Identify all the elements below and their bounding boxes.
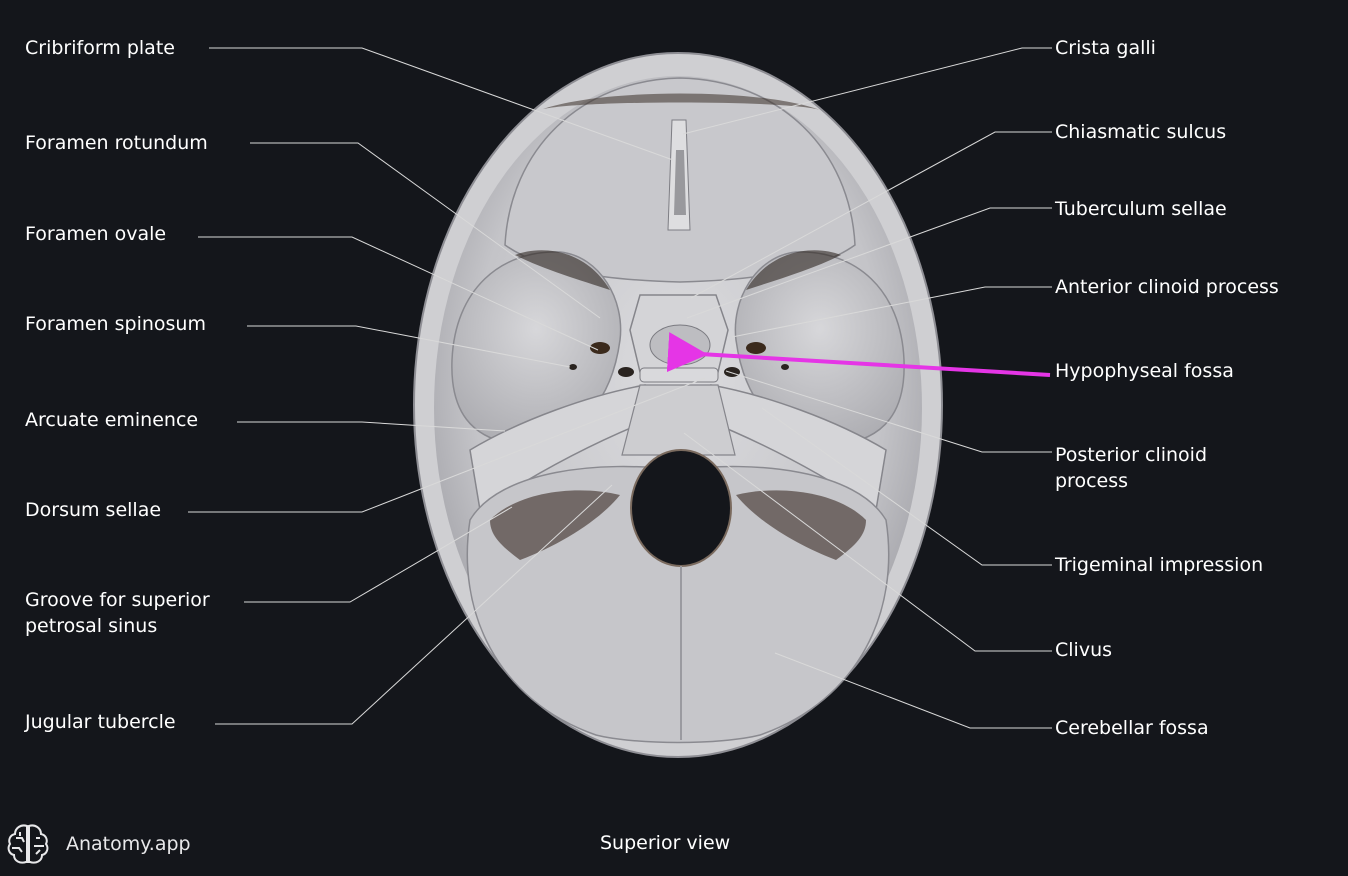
skull-base	[413, 52, 943, 758]
hypophyseal-fossa-arrow	[666, 332, 1051, 377]
view-caption: Superior view	[600, 832, 731, 854]
label-clivus: Clivus	[1055, 639, 1113, 661]
leader-chiasmatic-sulcus	[690, 131, 1052, 299]
label-cribriform-plate: Cribriform plate	[25, 37, 175, 59]
label-arcuate-eminence: Arcuate eminence	[25, 409, 199, 431]
brand-logo[interactable]: Anatomy.app	[4, 820, 191, 868]
leader-posterior-clinoid-process	[725, 370, 1052, 453]
label-posterior-clinoid-line1: Posterior clinoid	[1055, 444, 1208, 466]
label-crista-galli: Crista galli	[1055, 37, 1156, 59]
leader-clivus	[683, 432, 1052, 652]
leader-foramen-rotundum	[250, 142, 601, 319]
label-dorsum-sellae: Dorsum sellae	[25, 499, 162, 521]
leader-anterior-clinoid-process	[731, 286, 1052, 338]
leader-cerebellar-fossa	[774, 652, 1052, 729]
label-groove-line2: petrosal sinus	[25, 615, 158, 637]
label-jugular-tubercle: Jugular tubercle	[25, 711, 176, 733]
label-foramen-ovale: Foramen ovale	[25, 223, 167, 245]
leader-lines	[188, 47, 1052, 729]
leader-arcuate-eminence	[237, 421, 506, 432]
leader-tuberculum-sellae	[686, 207, 1052, 319]
label-chiasmatic-sulcus: Chiasmatic sulcus	[1055, 121, 1227, 143]
brand-name: Anatomy.app	[66, 833, 191, 855]
label-foramen-rotundum: Foramen rotundum	[25, 132, 208, 154]
label-trigeminal-impression: Trigeminal impression	[1055, 554, 1264, 576]
label-groove-line1: Groove for superior	[25, 589, 210, 611]
leader-foramen-ovale	[198, 236, 599, 351]
label-posterior-clinoid-line2: process	[1055, 470, 1129, 492]
leader-dorsum-sellae	[188, 377, 706, 513]
label-hypophyseal-fossa: Hypophyseal fossa	[1055, 360, 1234, 382]
leader-crista-galli	[682, 47, 1052, 135]
leader-cribriform-plate	[209, 47, 674, 161]
label-tuberculum-sellae: Tuberculum sellae	[1055, 198, 1227, 220]
leader-jugular-tubercle	[215, 484, 613, 725]
label-anterior-clinoid-process: Anterior clinoid process	[1055, 276, 1279, 298]
leader-foramen-spinosum	[247, 325, 571, 368]
label-groove-superior-petrosal-sinus: Groove for superior petrosal sinus	[25, 587, 210, 639]
label-cerebellar-fossa: Cerebellar fossa	[1055, 717, 1209, 739]
brain-icon	[7, 824, 49, 864]
leader-groove-superior-petrosal-sinus	[244, 506, 513, 603]
label-posterior-clinoid-process: Posterior clinoid process	[1055, 442, 1207, 494]
leader-trigeminal-impression	[761, 407, 1052, 566]
label-foramen-spinosum: Foramen spinosum	[25, 313, 206, 335]
